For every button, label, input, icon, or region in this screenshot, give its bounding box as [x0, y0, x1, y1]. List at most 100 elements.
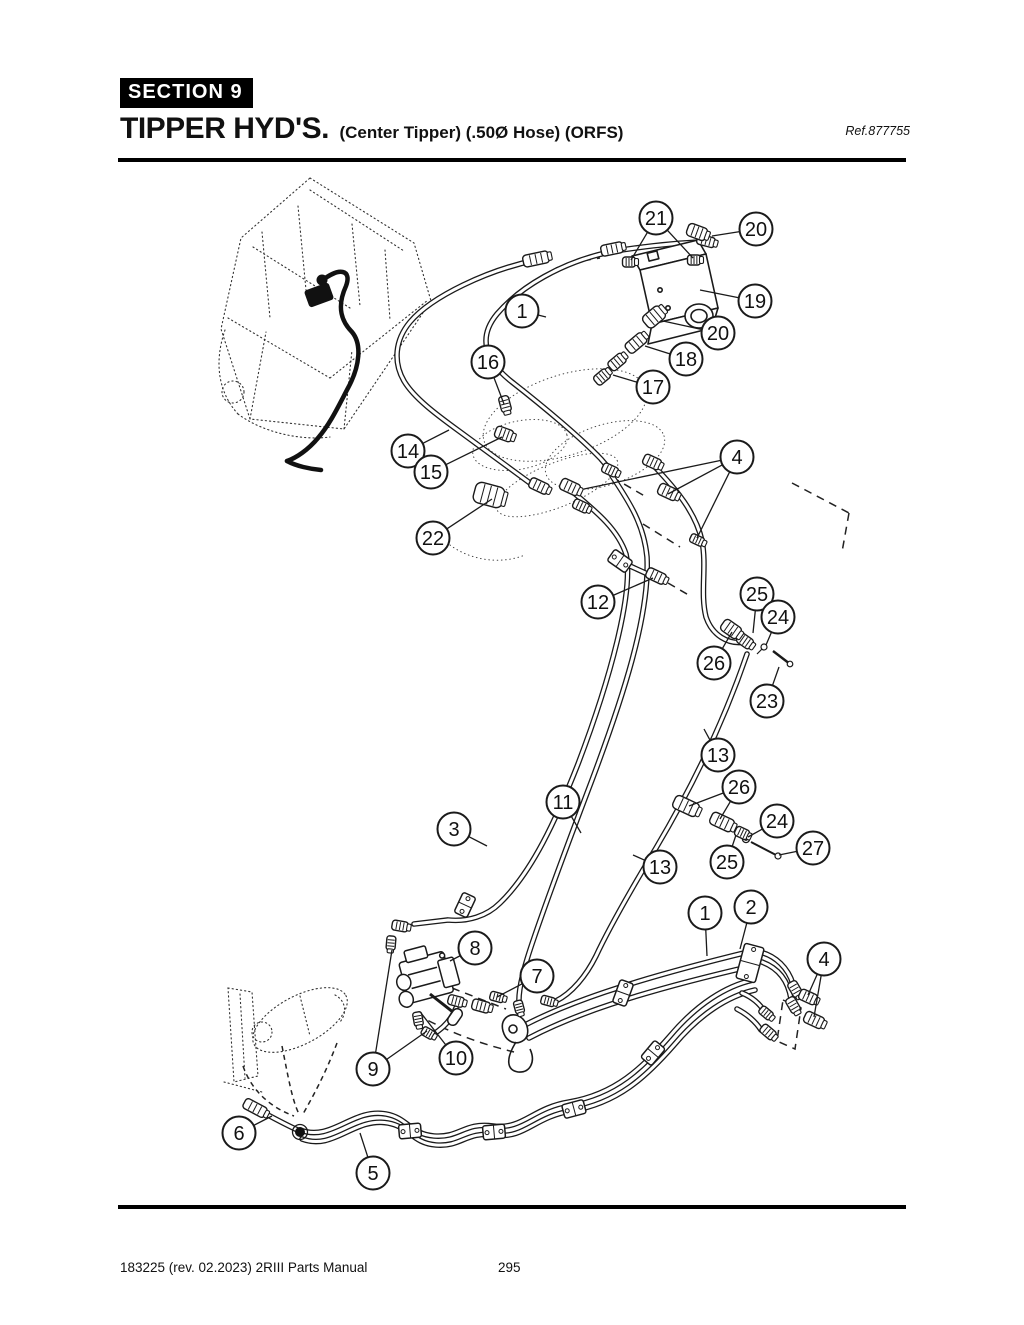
callout-leader — [667, 464, 723, 495]
callout-number: 21 — [645, 208, 667, 230]
hose-clamp — [607, 549, 633, 573]
callout-circle — [700, 315, 736, 351]
hose-fitting — [600, 241, 627, 257]
callout-circle — [438, 1040, 474, 1076]
callout-20: 20 — [711, 211, 774, 247]
callout-25: 25 — [739, 576, 775, 634]
callout-circle — [638, 200, 674, 236]
callout-circle — [709, 844, 745, 880]
callout-26: 26 — [688, 769, 757, 820]
hose-clamp — [481, 1123, 507, 1141]
callout-circle — [668, 341, 704, 377]
callout-1: 1 — [687, 895, 723, 957]
callout-circle — [545, 784, 581, 820]
callout-number: 10 — [445, 1048, 467, 1070]
callout-5: 5 — [355, 1132, 391, 1191]
callout-leader — [253, 1115, 273, 1127]
hose-fitting — [539, 994, 559, 1008]
callout-leader — [630, 231, 649, 261]
page-header: SECTION 9 TIPPER HYD'S. (Center Tipper) … — [120, 78, 910, 146]
hose-fitting — [759, 1023, 779, 1042]
callout-13: 13 — [700, 728, 736, 773]
callout-number: 9 — [367, 1059, 378, 1081]
callout-leader — [688, 792, 724, 807]
callout-26: 26 — [696, 631, 733, 681]
callout-19: 19 — [699, 283, 773, 319]
hose-fitting — [671, 794, 703, 818]
callout-leader — [719, 800, 732, 820]
callout-number: 20 — [707, 323, 729, 345]
callout-leader — [446, 498, 493, 530]
callout-leader — [699, 289, 739, 299]
hydraulic-hose — [411, 490, 631, 927]
hose-fitting — [446, 994, 468, 1008]
hose-fitting — [242, 1097, 271, 1119]
callout-number: 23 — [756, 691, 778, 713]
hydraulic-hose — [520, 949, 751, 1029]
callout-leader — [420, 1012, 447, 1046]
callout-circle — [355, 1051, 391, 1087]
callout-4: 4 — [583, 439, 755, 539]
callout-2: 2 — [733, 889, 769, 950]
callout-leader — [711, 230, 740, 237]
callout-number: 13 — [707, 745, 729, 767]
callout-leader — [696, 471, 731, 539]
callout-circle — [436, 811, 472, 847]
callout-number: 27 — [802, 838, 824, 860]
callout-leader — [570, 815, 582, 834]
callout-circle — [470, 344, 506, 380]
callout-circle — [719, 439, 755, 475]
callout-leader — [807, 973, 818, 996]
hose-fitting — [688, 533, 708, 548]
callout-21: 21 — [630, 200, 694, 261]
callout-leader — [449, 955, 461, 962]
callout-number: 25 — [746, 584, 768, 606]
section-badge: SECTION 9 — [120, 78, 253, 108]
callout-number: 14 — [397, 441, 419, 463]
callout-15: 15 — [413, 436, 503, 490]
callout-leader — [359, 1132, 369, 1158]
callout-14: 14 — [390, 429, 450, 469]
callout-leader — [765, 631, 773, 646]
hose-shackle-end — [501, 1014, 534, 1073]
callout-23: 23 — [749, 666, 785, 719]
hose-fitting — [498, 394, 512, 416]
callout-8: 8 — [449, 930, 493, 966]
hose-fitting — [641, 453, 665, 471]
callout-circle — [504, 293, 540, 329]
callout-circle — [457, 930, 493, 966]
hose-fitting — [758, 1005, 776, 1022]
callout-number: 13 — [649, 857, 671, 879]
callout-27: 27 — [778, 830, 831, 866]
footer-doc-info: 183225 (rev. 02.2023) 2RIII Parts Manual — [120, 1260, 368, 1275]
hose-fitting — [719, 618, 745, 641]
callout-leader — [422, 429, 450, 445]
callout-circle — [580, 584, 616, 620]
reference-number: Ref.877755 — [845, 124, 910, 138]
page-title: TIPPER HYD'S. — [120, 112, 330, 145]
callout-11: 11 — [545, 784, 582, 834]
callout-leader — [747, 828, 763, 838]
page-subtitle: (Center Tipper) (.50Ø Hose) (ORFS) — [339, 123, 624, 142]
callout-9: 9 — [355, 949, 428, 1087]
callout-number: 2 — [745, 897, 756, 919]
callout-circle — [759, 803, 795, 839]
callout-leader — [644, 345, 671, 355]
callout-number: 4 — [818, 949, 829, 971]
callout-leader — [778, 850, 797, 856]
hose-fitting — [522, 250, 553, 268]
callout-circle — [390, 433, 426, 469]
hose-fitting — [512, 999, 526, 1018]
callout-leader — [632, 854, 646, 861]
callout-leader — [583, 459, 721, 490]
callout-number: 19 — [744, 291, 766, 313]
hose-clamp — [640, 1040, 666, 1066]
callout-circle — [413, 454, 449, 490]
callout-22: 22 — [415, 498, 493, 556]
footer-page-number: 295 — [498, 1260, 521, 1275]
hose-fitting — [621, 256, 640, 268]
hose-fitting — [571, 498, 593, 514]
page-footer: 183225 (rev. 02.2023) 2RIII Parts Manual… — [120, 1260, 908, 1275]
